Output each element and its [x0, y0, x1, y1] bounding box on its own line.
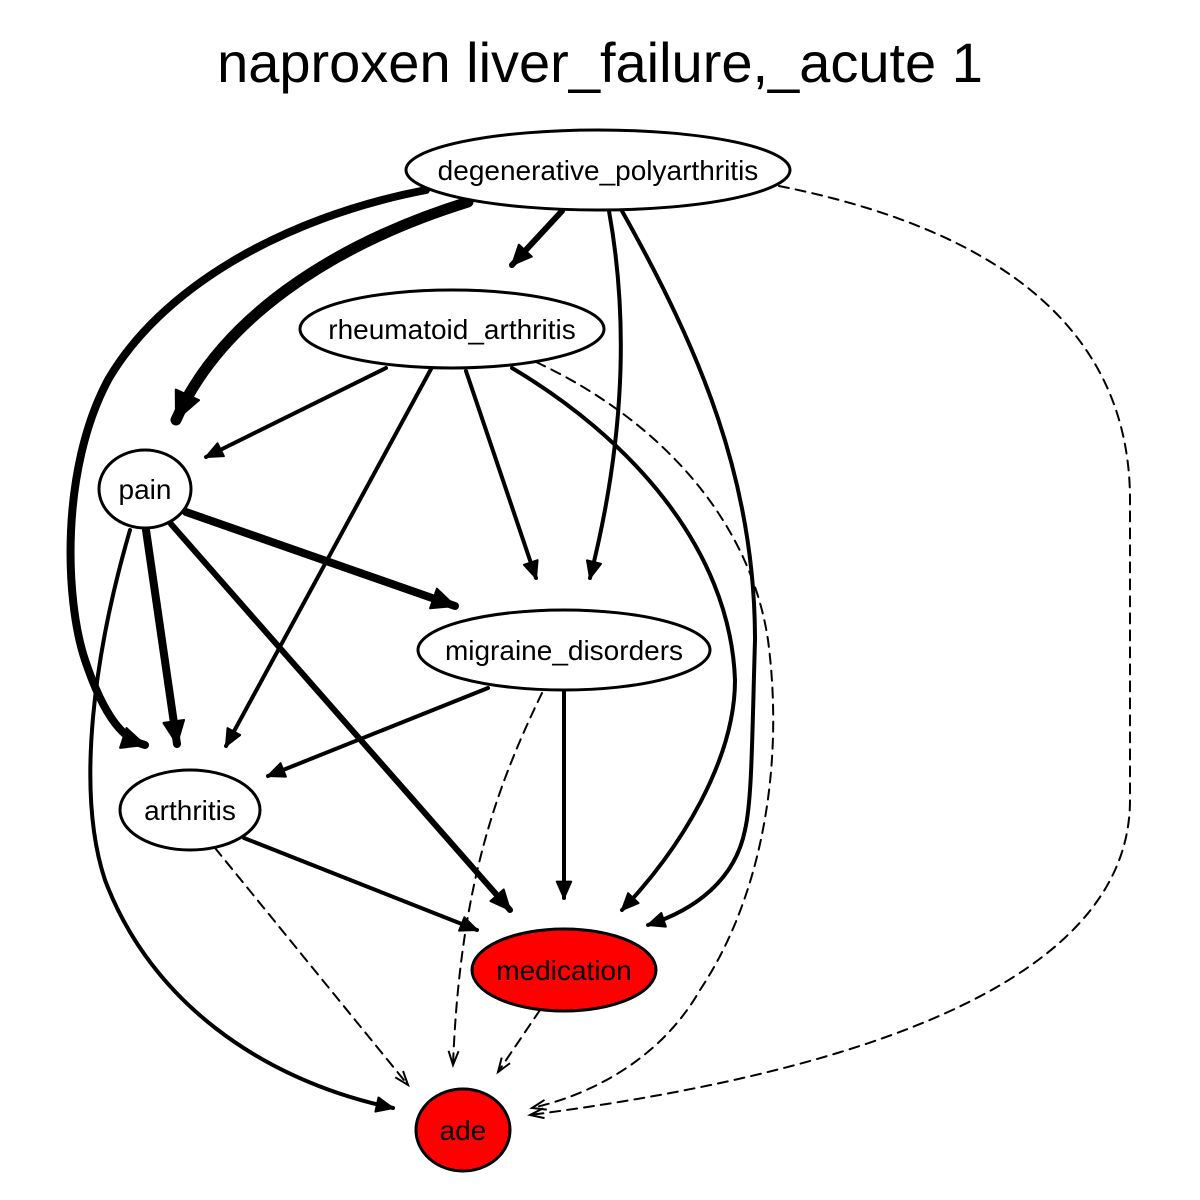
edge-medication-to-ade: [496, 1009, 541, 1075]
edge-line: [588, 209, 623, 580]
node-label: arthritis: [144, 795, 236, 826]
edge-pain-to-migraine-disorders: [182, 508, 459, 610]
node-ellipse: [298, 288, 606, 370]
edge-line: [142, 526, 181, 748]
edge-rheumatoid-arthritis-to-medication: [510, 366, 737, 912]
edge-arrowhead: [647, 911, 667, 928]
edges-layer: [66, 185, 1131, 1120]
node-rheumatoid-arthritis: rheumatoid_arthritis: [298, 288, 606, 370]
node-migraine-disorders: migraine_disorders: [416, 608, 712, 692]
edge-arrowhead: [522, 559, 539, 579]
edge-line: [452, 692, 543, 1066]
edge-arrowhead: [489, 888, 511, 911]
node-ade: ade: [414, 1087, 512, 1173]
edge-arrowhead: [621, 892, 640, 911]
edge-migraine-disorders-to-ade: [447, 692, 543, 1068]
node-label: migraine_disorders: [445, 635, 683, 666]
edge-line: [204, 366, 388, 459]
edge-pain-to-medication: [168, 521, 513, 913]
edge-line: [214, 847, 409, 1086]
edge-degenerative-polyarthritis-to-ade: [527, 185, 1131, 1120]
edge-arrowhead: [162, 718, 186, 745]
edge-arrowhead: [585, 559, 602, 579]
node-degenerative-polyarthritis: degenerative_polyarthritis: [404, 128, 792, 212]
edge-degenerative-polyarthritis-to-medication: [620, 209, 757, 928]
edge-arrowhead: [174, 388, 201, 421]
edge-line: [170, 196, 474, 426]
node-label: degenerative_polyarthritis: [438, 155, 759, 186]
edge-line: [531, 361, 775, 1109]
edge-arrowhead: [119, 727, 146, 749]
node-ellipse: [414, 1087, 512, 1173]
edge-arrowhead: [511, 243, 533, 266]
edge-pain-to-arthritis: [142, 526, 186, 748]
node-pain: pain: [97, 448, 193, 530]
edge-arrowhead: [225, 727, 242, 747]
edge-line: [464, 369, 538, 580]
edge-rheumatoid-arthritis-to-arthritis: [224, 367, 433, 748]
diagram-title: naproxen liver_failure,_acute 1: [217, 31, 983, 94]
edge-rheumatoid-arthritis-to-pain: [204, 366, 388, 459]
edge-degenerative-polyarthritis-to-pain: [170, 196, 474, 426]
node-ellipse: [118, 768, 262, 852]
edge-arrowhead: [374, 1096, 394, 1113]
node-label: pain: [119, 474, 172, 505]
node-ellipse: [404, 128, 792, 212]
edge-arrowhead: [529, 1099, 547, 1111]
edge-line: [266, 686, 490, 778]
edge-arrowhead: [205, 442, 225, 458]
edge-line: [182, 508, 459, 610]
node-arthritis: arthritis: [118, 768, 262, 852]
edge-arrowhead: [458, 916, 478, 932]
edge-line: [497, 1009, 541, 1073]
edge-rheumatoid-arthritis-to-migraine-disorders: [464, 369, 539, 580]
node-ellipse: [470, 927, 658, 1013]
edge-line: [168, 521, 513, 913]
edge-line: [224, 367, 433, 748]
node-label: rheumatoid_arthritis: [328, 314, 575, 345]
node-ellipse: [97, 448, 193, 530]
edge-line: [88, 528, 395, 1110]
edge-line: [242, 836, 479, 932]
edge-line: [529, 185, 1131, 1116]
edge-arrowhead: [429, 587, 456, 610]
edge-arthritis-to-ade: [214, 847, 410, 1088]
edge-arthritis-to-medication: [242, 836, 479, 932]
nodes-layer: degenerative_polyarthritis rheumatoid_art…: [97, 128, 792, 1173]
edge-degenerative-polyarthritis-to-rheumatoid-arthritis: [509, 208, 565, 268]
edge-degenerative-polyarthritis-to-migraine-disorders: [585, 209, 623, 580]
edge-migraine-disorders-to-medication: [555, 690, 573, 900]
edge-arrowhead: [555, 880, 573, 899]
edge-arrowhead: [527, 1107, 545, 1120]
edge-arrowhead: [267, 762, 287, 778]
edge-arrowhead: [447, 1050, 460, 1068]
edge-degenerative-polyarthritis-to-arthritis: [66, 186, 430, 749]
edge-arrowhead: [394, 1070, 410, 1088]
edge-pain-to-ade: [88, 528, 395, 1113]
node-ellipse: [416, 608, 712, 692]
node-label: ade: [440, 1115, 487, 1146]
edge-arrowhead: [496, 1057, 511, 1075]
node-label: medication: [496, 955, 631, 986]
edge-rheumatoid-arthritis-to-ade: [529, 361, 775, 1111]
edge-line: [620, 209, 757, 927]
edge-line: [66, 186, 430, 749]
edge-line: [510, 366, 737, 912]
edge-migraine-disorders-to-arthritis: [266, 686, 490, 778]
node-medication: medication: [470, 927, 658, 1013]
